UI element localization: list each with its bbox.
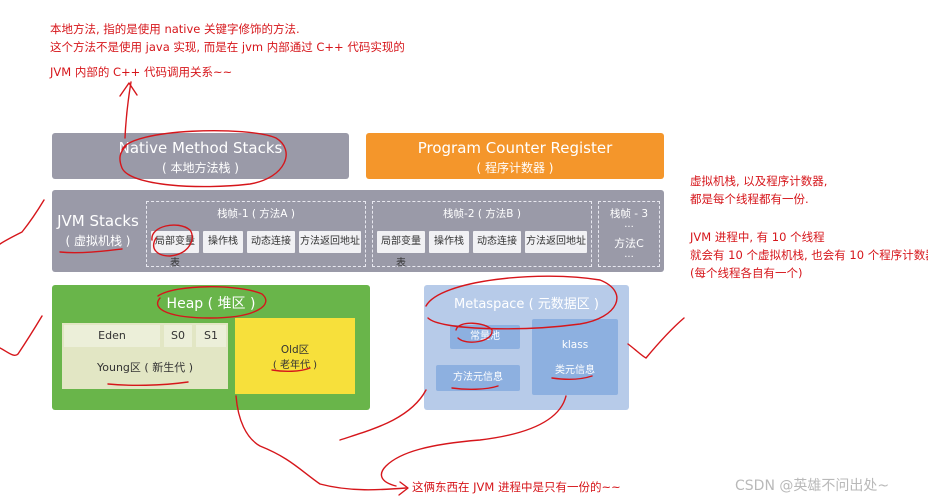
metaspace-box: Metaspace ( 元数据区 ) 常量池 方法元信息 klass 类元信息 [424,285,629,410]
ellipse-native [119,130,287,188]
check-right-metaspace [627,317,685,359]
note-right-line4: 就会有 10 个虚拟机栈, 也会有 10 个程序计数器 [690,248,928,262]
stack-frame-3-method: 方法C [614,237,644,250]
arrow-native-line [124,81,132,139]
arrow-metaspace-extra [339,389,427,441]
underline-class-info [551,375,593,381]
ellipse-metaspace [425,275,618,330]
pc-subtitle: ( 程序计数器 ) [476,161,554,175]
note-native-line1: 本地方法, 指的是使用 native 关键字修饰的方法. [50,22,300,36]
young-generation-region: Eden S0 S1 Young区 ( 新生代 ) [62,323,228,389]
young-label: Young区 ( 新生代 ) [97,361,193,374]
s1-cell: S1 [196,325,226,347]
underline-method-info [451,385,499,391]
underline-young [107,381,189,387]
stack-frame-2: 栈帧-2 ( 方法B ) 局部变量表 操作栈 动态连接 方法返回地址 [372,201,592,269]
stack-frame-3-dots-bottom: ... [624,249,634,260]
frame1-local-vars: 局部变量表 [151,231,199,269]
frame1-dynamic-link: 动态连接 [247,231,295,253]
frame1-return-address: 方法返回地址 [299,231,361,253]
frame2-return-address: 方法返回地址 [525,231,587,253]
klass-box: klass 类元信息 [532,319,618,395]
arrow-heap-head [398,481,409,496]
note-right-line5: (每个线程各自有一个) [690,266,803,280]
watermark: CSDN @英雄不问出处~ [735,478,890,494]
check-left-heap [0,315,43,357]
circle-local-vars [151,224,193,257]
stack-frame-3: 栈帧 - 3 ... 方法C ... [598,201,660,267]
jvm-stacks-box: JVM Stacks ( 虚拟机栈 ) 栈帧-1 ( 方法A ) 局部变量表 操… [52,190,664,272]
pc-title: Program Counter Register [417,139,613,157]
stack-frame-1-label: 栈帧-1 ( 方法A ) [217,208,295,220]
old-sublabel: ( 老年代 ) [272,360,318,371]
frame1-operand-stack: 操作栈 [203,231,243,253]
arrow-heap-to-note [235,395,407,491]
frame2-local-vars: 局部变量表 [377,231,425,269]
frame2-dynamic-link: 动态连接 [473,231,521,253]
klass-label: klass [561,339,589,351]
note-right-line1: 虚拟机栈, 以及程序计数器, [690,174,828,188]
frame2-operand-stack: 操作栈 [429,231,469,253]
note-native-line2: 这个方法不是使用 java 实现, 而是在 jvm 内部通过 C++ 代码实现的 [50,40,405,54]
note-native-line3: JVM 内部的 C++ 代码调用关系~~ [50,65,233,79]
eden-cell: Eden [64,325,160,347]
stack-frame-1: 栈帧-1 ( 方法A ) 局部变量表 操作栈 动态连接 方法返回地址 [146,201,366,269]
note-bottom: 这俩东西在 JVM 进程中是只有一份的~~ [412,480,621,494]
s0-cell: S0 [164,325,192,347]
ellipse-heap [157,286,267,319]
underline-old [271,367,311,373]
arrow-metaspace-to-note [380,395,567,487]
heap-box: Heap ( 堆区 ) Eden S0 S1 Young区 ( 新生代 ) Ol… [52,285,370,410]
old-label: Old区 [280,344,310,356]
jvm-stacks-subtitle: ( 虚拟机栈 ) [65,234,131,248]
heap-title: Heap ( 堆区 ) [166,296,256,312]
note-right-line2: 都是每个线程都有一份. [690,192,809,206]
circle-constant-pool [455,322,493,343]
old-generation-box: Old区 ( 老年代 ) [235,318,355,394]
native-subtitle: ( 本地方法栈 ) [162,161,239,175]
method-info-cell: 方法元信息 [436,365,520,391]
check-left-stacks [0,199,45,245]
native-method-stacks-box: Native Method Stacks ( 本地方法栈 ) [52,133,349,179]
arrow-native-head [119,82,138,97]
class-info-label: 类元信息 [555,365,595,376]
jvm-stacks-title: JVM Stacks [57,212,139,230]
note-right-line3: JVM 进程中, 有 10 个线程 [690,230,825,244]
metaspace-title: Metaspace ( 元数据区 ) [454,297,599,312]
stack-frame-3-label: 栈帧 - 3 [609,208,649,220]
native-title: Native Method Stacks [118,139,283,157]
program-counter-register-box: Program Counter Register ( 程序计数器 ) [366,133,664,179]
stack-frame-2-label: 栈帧-2 ( 方法B ) [443,208,521,220]
underline-jvm-stacks [59,248,123,254]
stack-frame-3-dots-top: ... [624,219,634,230]
